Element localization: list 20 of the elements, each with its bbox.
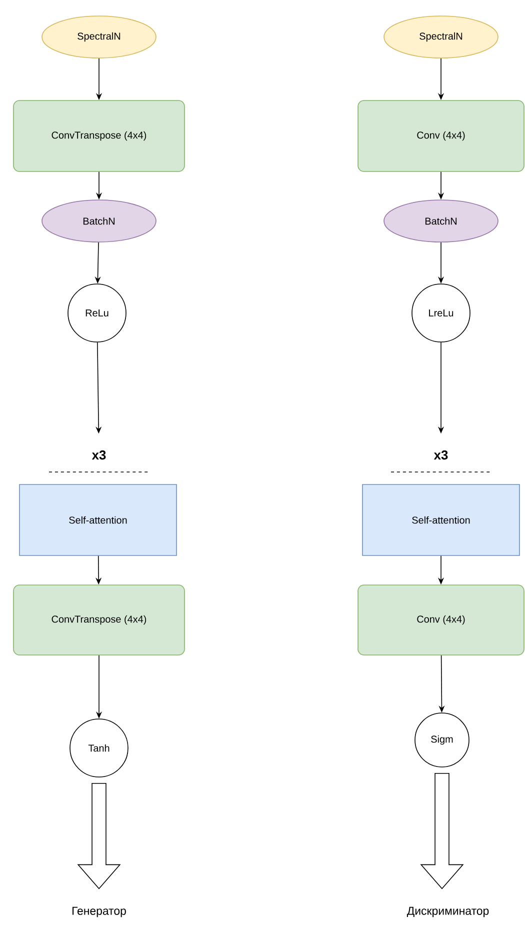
repeat-label: x3	[92, 450, 106, 460]
caption-text: Генератор	[72, 906, 126, 918]
block-arrow	[77, 783, 121, 890]
repeat-label: x3	[434, 450, 448, 460]
process-box: ConvTranspose (4x4)	[13, 584, 185, 656]
circle-node: LreLu	[412, 284, 470, 342]
process-box: Conv (4x4)	[358, 584, 524, 656]
ellipse-node: BatchN	[42, 200, 156, 242]
ellipse-node: SpectralN	[42, 16, 156, 58]
process-box: Self-attention	[362, 484, 520, 556]
block-arrow	[420, 773, 464, 890]
caption-text: Дискриминатор	[406, 906, 489, 918]
process-box: Conv (4x4)	[358, 100, 524, 172]
circle-node: Sigm	[414, 712, 470, 768]
ellipse-node: BatchN	[384, 200, 498, 242]
process-box: Self-attention	[19, 484, 177, 556]
circle-node: Tanh	[70, 718, 128, 778]
ellipse-node: SpectralN	[384, 16, 498, 58]
process-box: ConvTranspose (4x4)	[13, 100, 185, 172]
circle-node: ReLu	[68, 284, 126, 342]
